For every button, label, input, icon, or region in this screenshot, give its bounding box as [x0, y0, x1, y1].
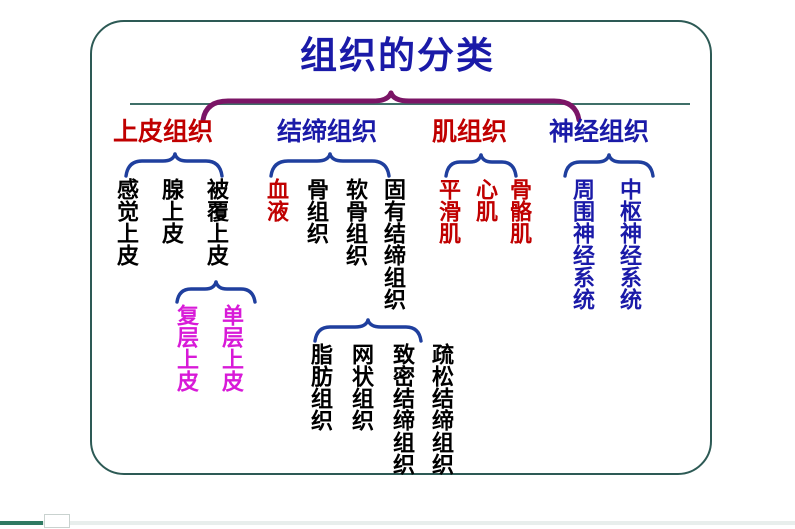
progress-handle[interactable]: [44, 514, 70, 528]
leaf-smooth-muscle[interactable]: 平滑肌: [435, 178, 460, 244]
leaf-covering-epithelium[interactable]: 被覆上皮: [203, 178, 228, 266]
leaf-skeletal-muscle[interactable]: 骨骼肌: [506, 178, 531, 244]
leaf-glandular-epithelium[interactable]: 腺上皮: [158, 178, 183, 244]
bottom-progress-bar[interactable]: [0, 510, 795, 529]
leaf-proper-connective-tissue[interactable]: 固有结缔组织: [380, 178, 405, 310]
leaf-dense-connective-tissue[interactable]: 致密结缔组织: [389, 343, 414, 475]
slide-frame-border: [90, 20, 712, 475]
page-title: 组织的分类: [300, 34, 495, 77]
leaf-sensory-epithelium[interactable]: 感觉上皮: [113, 178, 138, 266]
leaf-central-nervous-system[interactable]: 中枢神经系统: [616, 178, 641, 310]
category-nervous[interactable]: 神经组织: [549, 117, 650, 146]
leaf-cardiac-muscle[interactable]: 心肌: [472, 178, 497, 222]
leaf-reticular-tissue[interactable]: 网状组织: [348, 343, 373, 431]
leaf-stratified-epithelium[interactable]: 复层上皮: [173, 304, 198, 392]
category-muscle[interactable]: 肌组织: [432, 117, 508, 146]
leaf-peripheral-nervous-system[interactable]: 周围神经系统: [569, 178, 594, 310]
category-epithelial[interactable]: 上皮组织: [113, 117, 214, 146]
leaf-simple-epithelium[interactable]: 单层上皮: [218, 304, 243, 392]
progress-track[interactable]: [0, 521, 795, 525]
leaf-adipose-tissue[interactable]: 脂肪组织: [307, 343, 332, 431]
category-connective[interactable]: 结缔组织: [277, 117, 378, 146]
leaf-blood[interactable]: 血液: [263, 178, 288, 222]
leaf-loose-connective-tissue[interactable]: 疏松结缔组织: [428, 343, 453, 475]
slide-canvas: 组织的分类: [90, 20, 712, 475]
leaf-cartilage-tissue[interactable]: 软骨组织: [342, 178, 367, 266]
progress-fill: [0, 521, 43, 525]
leaf-bone-tissue[interactable]: 骨组织: [303, 178, 328, 244]
title-divider-line: [130, 103, 690, 105]
